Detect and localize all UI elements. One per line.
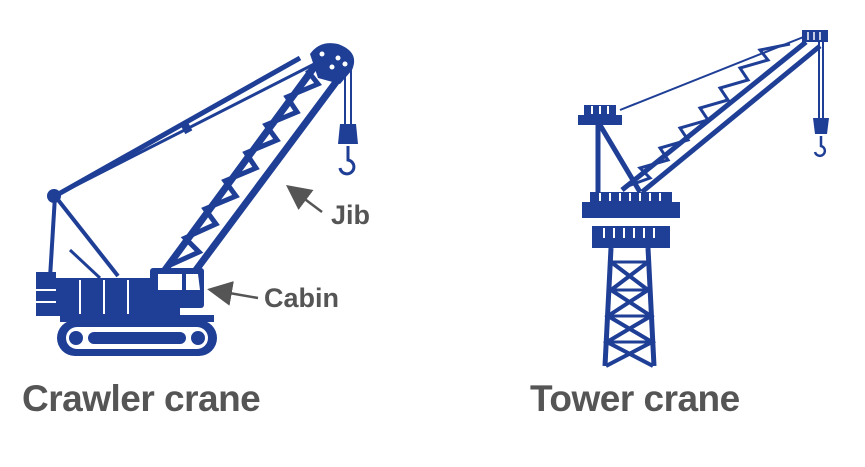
mast-pulley <box>47 189 61 203</box>
tower-jib-tip <box>802 30 828 42</box>
tower-platform <box>582 192 680 248</box>
crawler-crane-illustration <box>36 43 358 356</box>
crane-cabin <box>150 268 204 308</box>
jib-callout-arrow <box>286 185 323 213</box>
tower-crane-caption: Tower crane <box>530 378 740 419</box>
jib-label: Jib <box>331 200 371 230</box>
tower-jib <box>620 40 822 194</box>
a-frame-mast <box>48 54 331 280</box>
crawler-crane-caption: Crawler crane <box>22 378 261 419</box>
crawler-hook <box>338 70 358 176</box>
luffing-rope <box>619 35 807 111</box>
tower-crane-illustration <box>578 30 829 368</box>
cabin-label: Cabin <box>264 283 340 313</box>
tower-a-frame <box>578 105 643 194</box>
lattice-jib <box>162 59 351 273</box>
crane-body <box>36 272 180 316</box>
cabin-callout-arrow <box>207 281 259 306</box>
crawler-track <box>57 315 217 356</box>
tower-lattice <box>602 247 657 368</box>
jib-tip <box>310 43 355 84</box>
tower-hook <box>813 42 829 158</box>
